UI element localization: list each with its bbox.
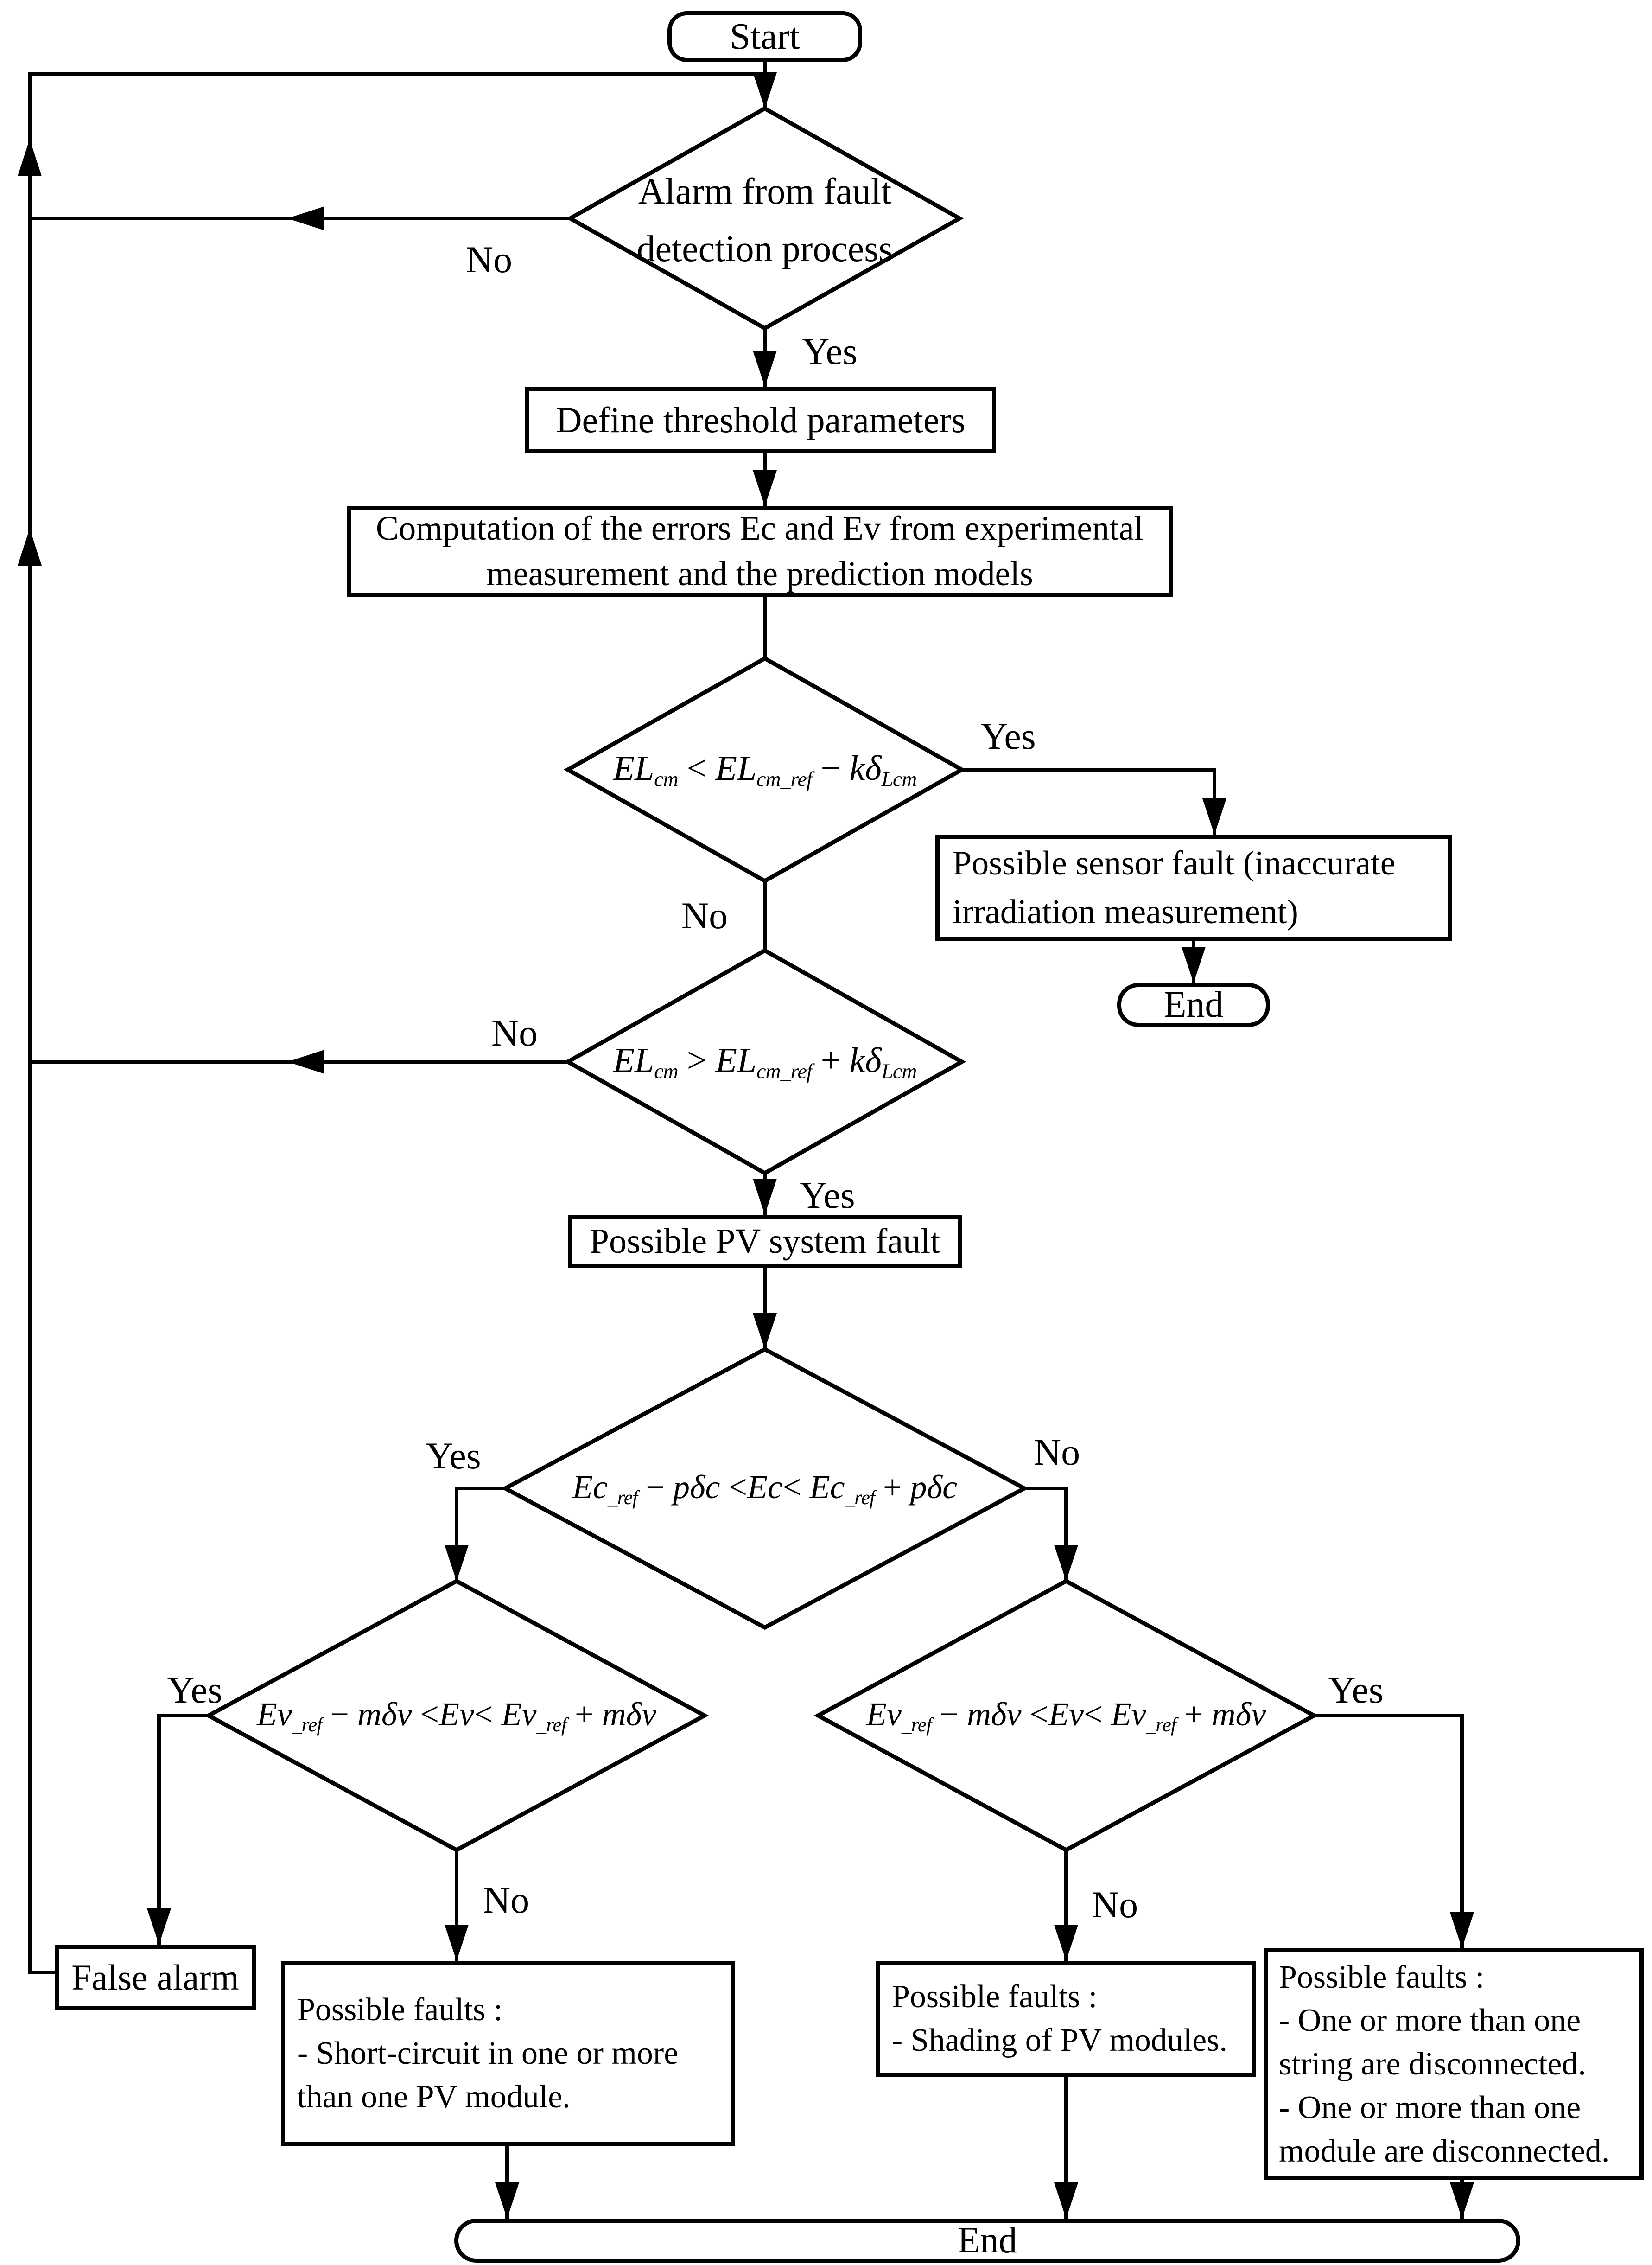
arrowhead-disconnect-end xyxy=(1450,2182,1474,2219)
evleft-yes-label: Yes xyxy=(167,1669,222,1711)
arrowhead-into-evleft xyxy=(445,1545,469,1581)
ellow-yes-label: Yes xyxy=(980,715,1036,757)
arrowhead-into-shading xyxy=(1054,1925,1078,1961)
elhigh-decision-text: ELcm > ELcm_ref + kδLcm xyxy=(568,1018,962,1106)
disconnect-line-4: - One or more than one xyxy=(1279,2089,1581,2125)
shading-faults-text: Possible faults : - Shading of PV module… xyxy=(892,1975,1239,2062)
pv-system-fault-box: Possible PV system fault xyxy=(568,1215,962,1268)
disconnect-line-1: Possible faults : xyxy=(1279,1959,1485,1995)
ec-formula: Ec_ref − pδc <Ec< Ec_ref + pδc xyxy=(572,1468,958,1509)
arrowhead-into-define xyxy=(753,351,777,387)
false-alarm-box: False alarm xyxy=(55,1945,256,2010)
diamond-ellow-shape xyxy=(563,656,966,884)
arrowhead-into-alarm xyxy=(753,72,777,108)
start-node: Start xyxy=(667,11,862,62)
elhigh-no-label: No xyxy=(491,1012,538,1054)
ec-decision-text: Ec_ref − pδc <Ec< Ec_ref + pδc xyxy=(498,1444,1031,1532)
evleft-no-label: No xyxy=(483,1879,530,1921)
arrowhead-into-sensor xyxy=(1202,798,1226,835)
short-circuit-faults-text: Possible faults : - Short-circuit in one… xyxy=(297,1988,719,2118)
arrowhead-into-shortcircuit xyxy=(445,1925,469,1961)
disconnect-line-5: module are disconnected. xyxy=(1279,2133,1610,2169)
ec-no-label: No xyxy=(1033,1431,1080,1473)
false-alarm-label: False alarm xyxy=(71,1957,239,1997)
ellow-decision-text: ELcm < ELcm_ref − kδLcm xyxy=(568,726,962,814)
arrowhead-into-falsealarm xyxy=(147,1908,171,1945)
short-circuit-line-3: than one PV module. xyxy=(297,2079,571,2115)
edge-feedback-loop xyxy=(28,72,765,1974)
computation-label: Computation of the errors Ec and Ev from… xyxy=(375,510,1144,593)
evleft-formula: Ev_ref − mδv <Ev< Ev_ref + mδv xyxy=(256,1695,657,1736)
edge-evleft-yes xyxy=(157,1714,209,1945)
diamond-elhigh-shape xyxy=(563,948,966,1176)
arrowhead-shading-end xyxy=(1054,2182,1078,2219)
start-label: Start xyxy=(730,16,800,57)
arrowhead-into-ec xyxy=(753,1313,777,1349)
short-circuit-line-1: Possible faults : xyxy=(297,1992,503,2028)
pv-system-fault-label: Possible PV system fault xyxy=(589,1222,940,1261)
disconnect-line-3: string are disconnected. xyxy=(1279,2046,1586,2082)
short-circuit-faults-box: Possible faults : - Short-circuit in one… xyxy=(281,1961,735,2146)
ec-yes-label: Yes xyxy=(426,1435,481,1477)
edge-ellow-yes xyxy=(962,768,1216,835)
end-main-label: End xyxy=(957,2220,1017,2261)
ellow-no-label: No xyxy=(681,894,728,937)
evright-yes-label: Yes xyxy=(1328,1669,1384,1711)
arrowhead-into-evright xyxy=(1054,1545,1078,1581)
arrowhead-alarm-no-left xyxy=(287,206,324,230)
alarm-yes-label: Yes xyxy=(802,330,858,372)
edge-evright-yes xyxy=(1314,1714,1464,1948)
arrowhead-into-pv xyxy=(753,1179,777,1215)
sensor-fault-box: Possible sensor fault (inaccurate irradi… xyxy=(935,835,1452,941)
end-sensor-node: End xyxy=(1117,983,1270,1027)
arrowhead-elhigh-no-left xyxy=(287,1050,324,1074)
evright-formula: Ev_ref − mδv <Ev< Ev_ref + mδv xyxy=(866,1695,1266,1736)
evleft-decision-text: Ev_ref − mδv <Ev< Ev_ref + mδv xyxy=(202,1672,712,1760)
evright-decision-text: Ev_ref − mδv <Ev< Ev_ref + mδv xyxy=(811,1672,1321,1760)
diamond-evright-shape xyxy=(813,1578,1319,1853)
shading-faults-box: Possible faults : - Shading of PV module… xyxy=(876,1961,1256,2077)
define-threshold-box: Define threshold parameters xyxy=(525,387,996,453)
arrowhead-into-end-sensor xyxy=(1182,947,1206,983)
alarm-decision-label: Alarm from fault detection process xyxy=(636,171,893,269)
end-sensor-label: End xyxy=(1163,984,1224,1025)
arrowhead-into-disconnect xyxy=(1450,1912,1474,1948)
computation-box: Computation of the errors Ec and Ev from… xyxy=(347,506,1173,597)
disconnect-line-2: - One or more than one xyxy=(1279,2003,1581,2039)
alarm-decision-text: Alarm from fault detection process xyxy=(575,153,955,287)
diamond-ec-shape xyxy=(501,1346,1029,1630)
evright-no-label: No xyxy=(1091,1883,1138,1926)
shading-line-2: - Shading of PV modules. xyxy=(892,2023,1227,2058)
arrowhead-loop-up-1 xyxy=(18,139,42,176)
arrowhead-into-computation xyxy=(753,470,777,506)
elhigh-formula: ELcm > ELcm_ref + kδLcm xyxy=(613,1040,917,1083)
alarm-no-label: No xyxy=(465,238,513,281)
diamond-alarm-shape xyxy=(565,106,964,331)
arrowhead-loop-up-2 xyxy=(18,529,42,566)
ellow-formula: ELcm < ELcm_ref − kδLcm xyxy=(613,748,917,791)
arrowhead-shortcircuit-end xyxy=(495,2182,519,2219)
disconnect-faults-text: Possible faults : - One or more than one… xyxy=(1279,1956,1628,2173)
short-circuit-line-2: - Short-circuit in one or more xyxy=(297,2035,679,2072)
diamond-evleft-shape xyxy=(204,1578,709,1853)
disconnect-faults-box: Possible faults : - One or more than one… xyxy=(1264,1948,1644,2180)
sensor-fault-label: Possible sensor fault (inaccurate irradi… xyxy=(953,844,1396,931)
end-main-node: End xyxy=(454,2219,1520,2263)
define-threshold-label: Define threshold parameters xyxy=(556,400,966,440)
shading-line-1: Possible faults : xyxy=(892,1979,1098,2015)
elhigh-yes-label: Yes xyxy=(800,1174,855,1216)
